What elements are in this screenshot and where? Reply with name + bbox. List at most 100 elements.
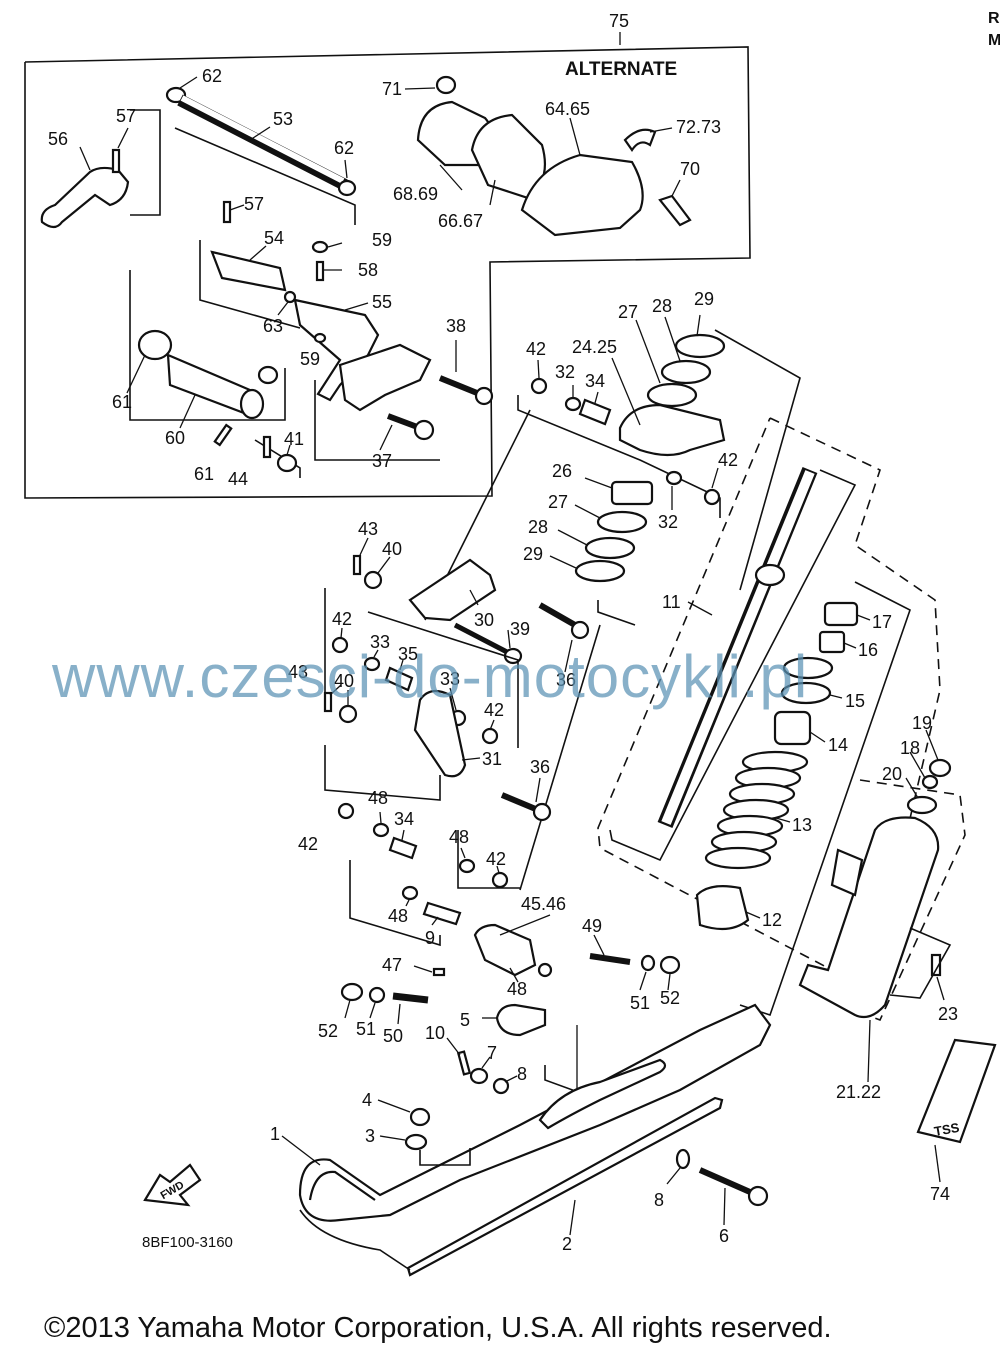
callout-8: 8 xyxy=(654,1190,664,1210)
callout-54: 54 xyxy=(264,228,284,248)
callout-48: 48 xyxy=(507,979,527,999)
callout-47: 47 xyxy=(382,955,402,975)
bracket-lower-left xyxy=(324,745,441,801)
decal-label: TSS xyxy=(933,1120,961,1139)
ring-15 xyxy=(782,656,834,680)
pin-43-b xyxy=(323,691,333,713)
callout-61: 61 xyxy=(112,392,132,412)
bracket-54 xyxy=(199,240,301,329)
nut-59-a xyxy=(311,240,329,254)
pin-49 xyxy=(589,953,631,965)
callout-8: 8 xyxy=(517,1064,527,1084)
bushing-26 xyxy=(610,480,654,506)
callout-33: 33 xyxy=(440,669,460,689)
callout-21-22: 21.22 xyxy=(836,1082,881,1102)
callout-11: 11 xyxy=(662,592,681,612)
nut-7 xyxy=(469,1067,489,1085)
callout-10: 10 xyxy=(425,1023,445,1043)
callout-24-25: 24.25 xyxy=(572,337,617,357)
callout-43: 43 xyxy=(288,662,308,682)
bolt-38 xyxy=(438,375,484,398)
bolt-10 xyxy=(456,1050,472,1076)
nut-40-a xyxy=(363,570,383,590)
bolt-37 xyxy=(386,413,422,431)
washer-8-a xyxy=(492,1077,510,1095)
bushing-34-low xyxy=(388,836,418,860)
spring-58 xyxy=(315,260,325,282)
clamp-61-a xyxy=(137,329,173,361)
spacer-4 xyxy=(409,1107,431,1127)
callout-74: 74 xyxy=(930,1184,950,1204)
washer-33-a xyxy=(363,656,381,672)
callout-71: 71 xyxy=(382,79,402,99)
callout-34: 34 xyxy=(394,809,414,829)
washer-19 xyxy=(928,758,952,778)
bracket-23 xyxy=(889,927,952,999)
washer-62-top xyxy=(165,86,187,104)
callout-36: 36 xyxy=(556,670,576,690)
bracket-55 xyxy=(314,380,440,461)
lever-56 xyxy=(40,166,130,229)
arm-31 xyxy=(413,689,467,778)
ring-15-b xyxy=(780,681,832,705)
cap-17 xyxy=(823,601,859,627)
callout-1: 1 xyxy=(270,1124,280,1144)
pin-50 xyxy=(392,992,429,1004)
nut-41 xyxy=(276,453,298,473)
bracket-30-part xyxy=(408,558,497,622)
spring-57-a xyxy=(111,148,121,174)
callout-42: 42 xyxy=(298,834,318,854)
callout-42: 42 xyxy=(484,700,504,720)
spring-61-b xyxy=(213,423,233,447)
part-code: 8BF100-3160 xyxy=(142,1234,233,1251)
callout-32: 32 xyxy=(555,362,575,382)
bracket-column-right xyxy=(714,329,801,591)
bolt-36-b xyxy=(500,792,540,813)
nut-42-top xyxy=(530,377,548,395)
plug-70 xyxy=(658,194,692,227)
cylinder-60-end xyxy=(239,388,265,420)
callout-labels: 75 62 57 53 56 62 71 64.65 72.73 70 68.6… xyxy=(48,11,958,1254)
corner-mark-m: M xyxy=(988,32,1000,49)
block-24-25 xyxy=(618,403,726,457)
nut-71 xyxy=(435,75,457,95)
pin-9 xyxy=(422,901,462,926)
nut-42-e xyxy=(337,802,355,820)
callout-19: 19 xyxy=(912,713,932,733)
callout-44: 44 xyxy=(228,469,248,489)
callout-51: 51 xyxy=(356,1019,376,1039)
callout-50: 50 xyxy=(383,1026,403,1046)
nut-42-c xyxy=(331,636,349,654)
body-21-22 xyxy=(798,816,940,1019)
callout-12: 12 xyxy=(762,910,782,930)
callout-42: 42 xyxy=(332,609,352,629)
callout-18: 18 xyxy=(900,738,920,758)
callout-42: 42 xyxy=(718,450,738,470)
callout-6: 6 xyxy=(719,1226,729,1246)
callout-51: 51 xyxy=(630,993,650,1013)
callout-16: 16 xyxy=(858,640,878,660)
washer-32-top xyxy=(564,396,582,412)
bracket-56-57 xyxy=(130,109,161,216)
callout-43: 43 xyxy=(358,519,378,539)
callout-33: 33 xyxy=(370,632,390,652)
alternate-frame xyxy=(24,46,751,499)
leader-lines xyxy=(79,32,945,1236)
callout-58: 58 xyxy=(358,260,378,280)
washer-8-b xyxy=(675,1148,691,1170)
seat-12 xyxy=(695,885,750,931)
valve-23 xyxy=(930,953,942,977)
washer-48-b xyxy=(458,858,476,874)
callout-27: 27 xyxy=(548,492,568,512)
watermark: www.czesci-do-motocykli.pl xyxy=(52,643,809,710)
callout-28: 28 xyxy=(652,296,672,316)
cap-52-b xyxy=(340,982,364,1002)
callout-61: 61 xyxy=(194,464,214,484)
callout-57: 57 xyxy=(116,106,136,126)
callout-40: 40 xyxy=(334,671,354,691)
callout-4: 4 xyxy=(362,1090,372,1110)
callout-13: 13 xyxy=(792,815,812,835)
callout-49: 49 xyxy=(582,916,602,936)
ski-runner-edge xyxy=(299,1209,411,1271)
callout-38: 38 xyxy=(446,316,466,336)
